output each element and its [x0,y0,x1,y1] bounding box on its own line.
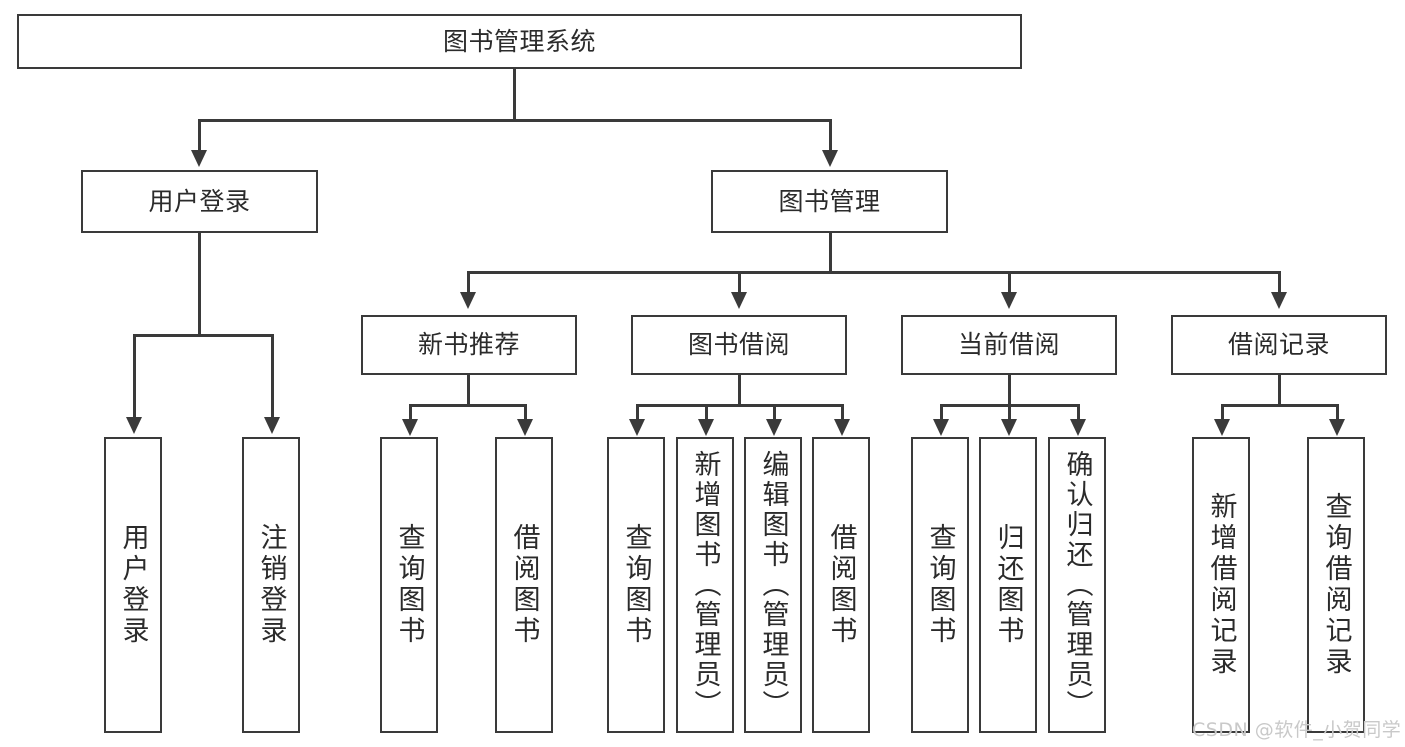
connector-drop-book-borrow [738,271,741,293]
node-label: 查询借阅记录 [1320,492,1352,678]
node-book-borrow[interactable]: 图书借阅 [631,315,847,375]
connector-user-login-bar [133,334,272,337]
connector-drop-bb-add [705,404,708,420]
connector-drop-bb-borrow [841,404,844,420]
leaf-cb-query-book[interactable]: 查询图书 [911,437,969,733]
connector-drop-book-manage [829,119,832,151]
node-label: 当前借阅 [957,330,1060,359]
leaf-bb-query-book[interactable]: 查询图书 [607,437,665,733]
arrowhead-current-borrow [1001,292,1017,309]
connector-book-manage-stem [829,233,832,273]
node-label: 归还图书 [992,523,1024,647]
leaf-bb-borrow-book[interactable]: 借阅图书 [812,437,870,733]
node-label: 用户登录 [148,186,251,216]
connector-new-book-bar [409,404,526,407]
arrowhead-br-query [1329,419,1345,436]
node-label: 借阅图书 [825,523,857,647]
leaf-nb-borrow-book[interactable]: 借阅图书 [495,437,553,733]
connector-new-book-stem [467,375,470,405]
arrowhead-book-borrow [731,292,747,309]
connector-drop-leaf-user-login [133,334,136,418]
node-book-management[interactable]: 图书管理 [711,170,948,233]
leaf-bb-add-book[interactable]: 新增图书（管理员） [676,437,734,733]
connector-drop-cb-confirm [1077,404,1080,420]
arrowhead-new-book [460,292,476,309]
arrowhead-user-login [191,150,207,167]
node-label: 新增图书（管理员） [689,450,721,720]
node-label: 注销登录 [255,523,287,647]
arrowhead-bb-query [629,419,645,436]
connector-drop-cb-query [940,404,943,420]
connector-drop-user-login [198,119,201,151]
connector-drop-leaf-logout [271,334,274,418]
connector-borrow-record-bar [1221,404,1338,407]
node-label: 新书推荐 [417,330,520,359]
node-label: 查询图书 [620,523,652,647]
connector-root-bar [198,119,832,122]
arrowhead-book-manage [822,150,838,167]
node-root-system[interactable]: 图书管理系统 [17,14,1022,69]
node-label: 图书借阅 [687,330,790,359]
connector-drop-current-borrow [1008,271,1011,293]
arrowhead-bb-add [698,419,714,436]
node-label: 新增借阅记录 [1205,492,1237,678]
connector-drop-br-query [1336,404,1339,420]
node-label: 借阅图书 [508,523,540,647]
leaf-br-query-record[interactable]: 查询借阅记录 [1307,437,1365,733]
leaf-user-login[interactable]: 用户登录 [104,437,162,733]
node-label: 查询图书 [393,523,425,647]
arrowhead-bb-edit [766,419,782,436]
node-borrow-record[interactable]: 借阅记录 [1171,315,1387,375]
leaf-cb-return-book[interactable]: 归还图书 [979,437,1037,733]
arrowhead-bb-borrow [834,419,850,436]
node-current-borrow[interactable]: 当前借阅 [901,315,1117,375]
connector-drop-new-book [467,271,470,293]
arrowhead-leaf-user-login [126,417,142,434]
connector-borrow-record-stem [1278,375,1281,405]
arrowhead-br-add [1214,419,1230,436]
arrowhead-cb-return [1001,419,1017,436]
arrowhead-nb-borrow [517,419,533,436]
arrowhead-nb-query [402,419,418,436]
connector-drop-bb-edit [773,404,776,420]
node-label: 借阅记录 [1227,330,1330,359]
node-label: 确认归还（管理员） [1061,450,1093,720]
connector-drop-borrow-record [1278,271,1281,293]
connector-book-borrow-stem [738,375,741,405]
node-label: 图书管理 [778,186,881,216]
leaf-nb-query-book[interactable]: 查询图书 [380,437,438,733]
leaf-bb-edit-book[interactable]: 编辑图书（管理员） [744,437,802,733]
arrowhead-leaf-logout [264,417,280,434]
connector-drop-cb-return [1008,404,1011,420]
connector-drop-nb-query [409,404,412,420]
connector-current-borrow-stem [1008,375,1011,405]
connector-drop-bb-query [636,404,639,420]
arrowhead-cb-query [933,419,949,436]
connector-book-manage-bar [467,271,1279,274]
connector-drop-nb-borrow [524,404,527,420]
node-new-book-recommend[interactable]: 新书推荐 [361,315,577,375]
node-user-login[interactable]: 用户登录 [81,170,318,233]
arrowhead-cb-confirm [1070,419,1086,436]
connector-user-login-stem [198,233,201,335]
node-label: 图书管理系统 [442,26,596,56]
arrowhead-borrow-record [1271,292,1287,309]
leaf-logout[interactable]: 注销登录 [242,437,300,733]
leaf-cb-confirm-return[interactable]: 确认归还（管理员） [1048,437,1106,733]
node-label: 查询图书 [924,523,956,647]
node-label: 编辑图书（管理员） [757,450,789,720]
connector-root-stem [513,69,516,121]
leaf-br-add-record[interactable]: 新增借阅记录 [1192,437,1250,733]
connector-book-borrow-bar [636,404,843,407]
connector-drop-br-add [1221,404,1224,420]
node-label: 用户登录 [117,523,149,647]
